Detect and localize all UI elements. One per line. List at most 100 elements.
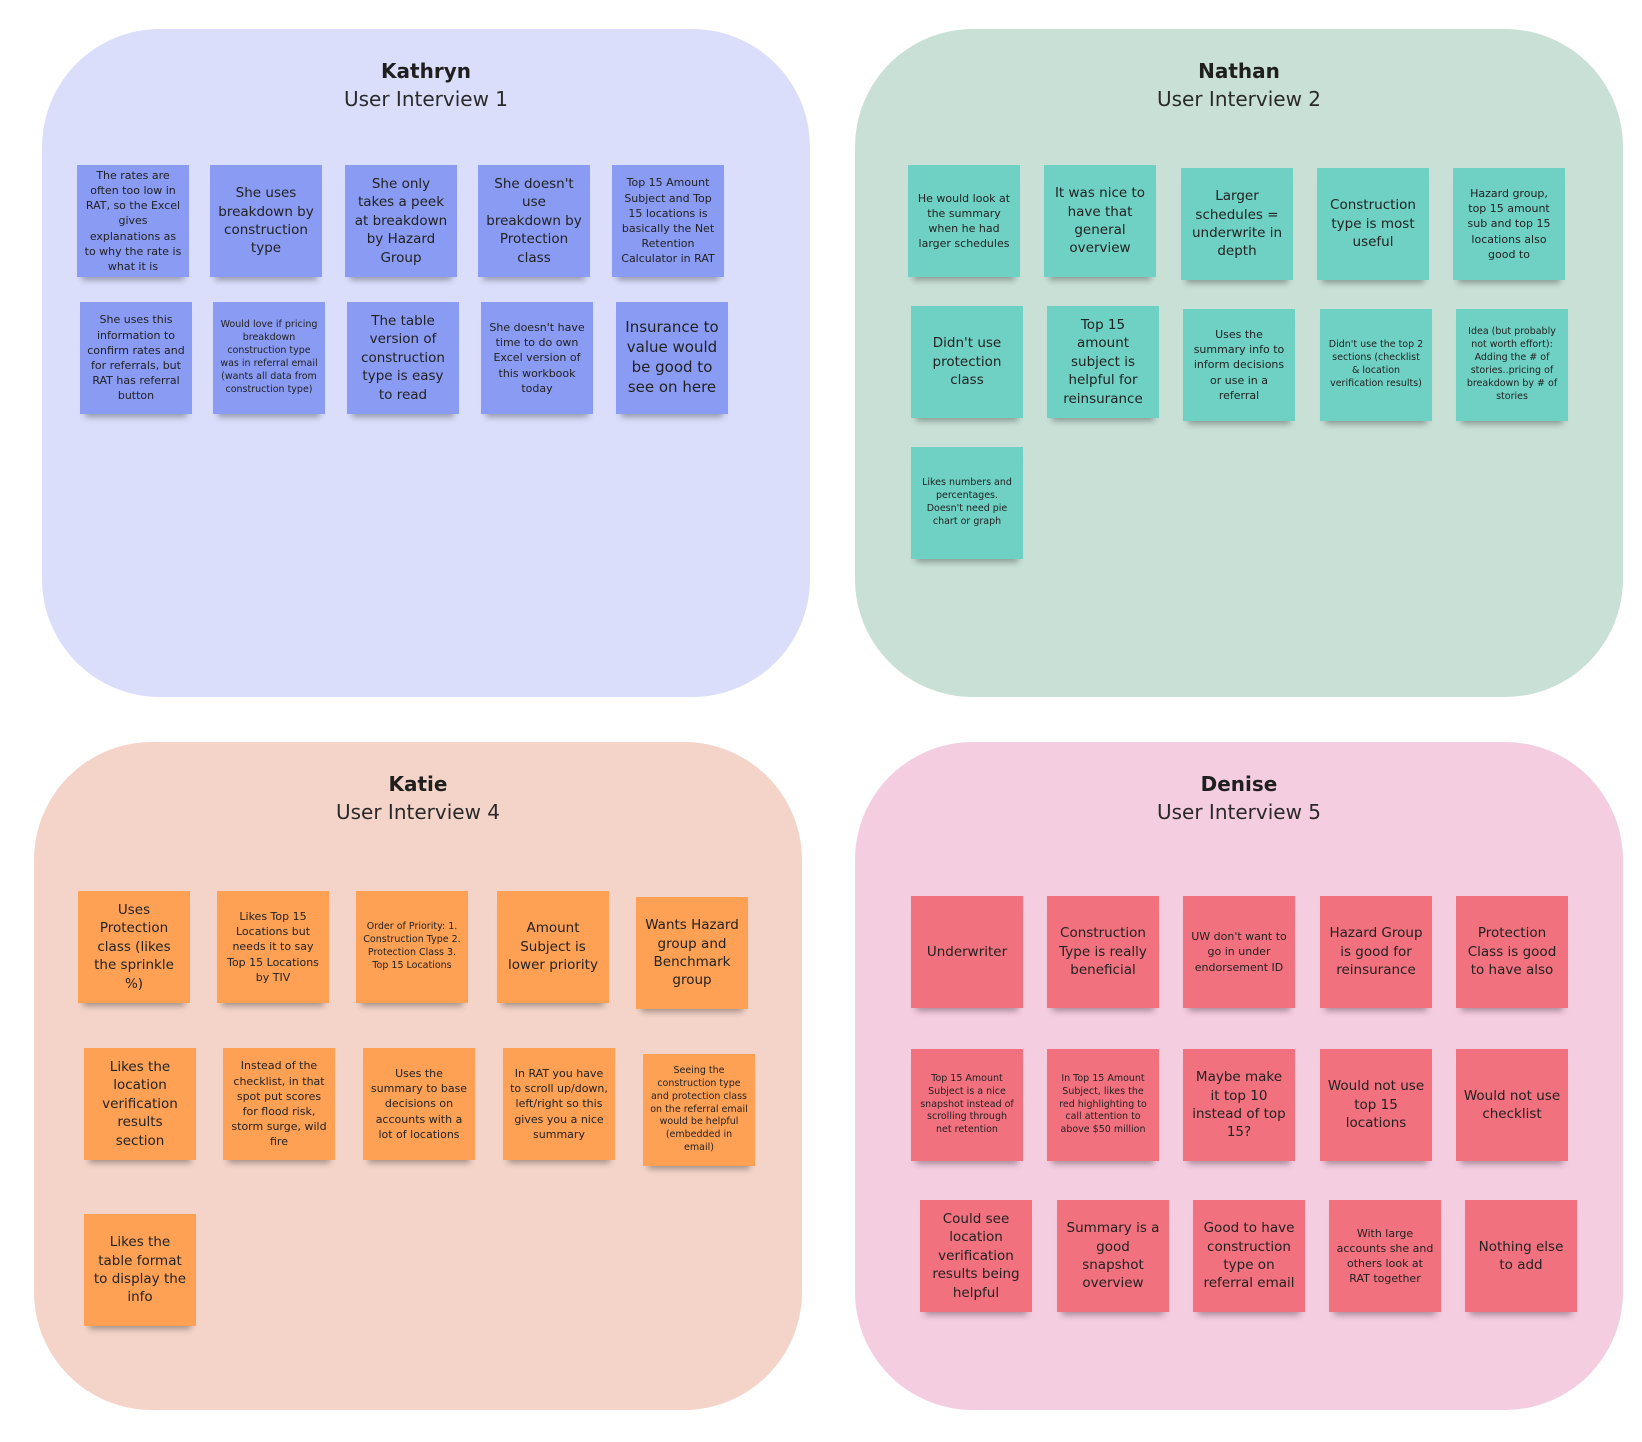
sticky-note[interactable]: Insurance to value would be good to see … (616, 302, 728, 414)
sticky-note-text: Underwriter (926, 943, 1008, 960)
sticky-note[interactable]: She doesn't use breakdown by Protection … (478, 165, 590, 277)
sticky-note[interactable]: He would look at the summary when he had… (908, 165, 1020, 277)
sticky-note-text: Maybe make it top 10 instead of top 15? (1192, 1069, 1286, 1141)
sticky-note[interactable]: Maybe make it top 10 instead of top 15? (1183, 1049, 1295, 1161)
sticky-note-text: She uses breakdown by construction type (218, 185, 314, 257)
frame-title: Denise (1200, 772, 1278, 796)
sticky-note-text: Likes numbers and percentages. Doesn't n… (922, 477, 1012, 527)
sticky-note-text: Would not use checklist (1463, 1087, 1561, 1122)
sticky-note[interactable]: The table version of construction type i… (347, 302, 459, 414)
sticky-note[interactable]: Summary is a good snapshot overview (1057, 1200, 1169, 1312)
sticky-note-text: Protection Class is good to have also (1467, 925, 1557, 979)
sticky-note[interactable]: Uses Protection class (likes the sprinkl… (78, 891, 190, 1003)
sticky-note[interactable]: Amount Subject is lower priority (497, 891, 609, 1003)
sticky-note-text: With large accounts she and others look … (1336, 1226, 1434, 1286)
sticky-note[interactable]: Uses the summary info to inform decision… (1183, 309, 1295, 421)
frame-subtitle: User Interview 4 (335, 800, 501, 824)
sticky-note[interactable]: Top 15 Amount Subject is a nice snapshot… (911, 1049, 1023, 1161)
sticky-note-text: Larger schedules = underwrite in depth (1191, 188, 1283, 260)
sticky-note-text: Likes the location verification results … (102, 1059, 178, 1149)
sticky-note-text: Didn't use protection class (932, 335, 1002, 389)
sticky-note-text: Summary is a good snapshot overview (1066, 1220, 1160, 1292)
sticky-note[interactable]: Underwriter (911, 896, 1023, 1008)
sticky-note-text: Would not use top 15 locations (1327, 1078, 1425, 1132)
sticky-note[interactable]: Wants Hazard group and Benchmark group (636, 897, 748, 1009)
sticky-note[interactable]: Top 15 Amount Subject and Top 15 locatio… (612, 165, 724, 277)
sticky-note[interactable]: Would not use checklist (1456, 1049, 1568, 1161)
sticky-note[interactable]: It was nice to have that general overvie… (1044, 165, 1156, 277)
sticky-note[interactable]: With large accounts she and others look … (1329, 1200, 1441, 1312)
sticky-note-text: Could see location verification results … (932, 1211, 1020, 1301)
sticky-note-text: The table version of construction type i… (361, 313, 445, 403)
sticky-note-text: The rates are often too low in RAT, so t… (84, 168, 182, 273)
sticky-note-text: Top 15 Amount Subject and Top 15 locatio… (621, 176, 715, 266)
frame-title: Kathryn (381, 59, 471, 83)
sticky-note-text: Uses the summary info to inform decision… (1193, 328, 1285, 402)
sticky-note-text: She doesn't have time to do own Excel ve… (489, 321, 585, 395)
sticky-note-text: In Top 15 Amount Subject, likes the red … (1059, 1072, 1147, 1136)
sticky-note[interactable]: Would not use top 15 locations (1320, 1049, 1432, 1161)
sticky-note-text: UW don't want to go in under endorsement… (1191, 930, 1287, 974)
sticky-note[interactable]: Nothing else to add (1465, 1200, 1577, 1312)
sticky-note-text: Instead of the checklist, in that spot p… (231, 1059, 327, 1149)
sticky-note-text: Construction type is most useful (1330, 197, 1416, 251)
sticky-note[interactable]: In Top 15 Amount Subject, likes the red … (1047, 1049, 1159, 1161)
sticky-note-text: Uses the summary to base decisions on ac… (370, 1067, 468, 1141)
sticky-note[interactable]: UW don't want to go in under endorsement… (1183, 896, 1295, 1008)
frame-title: Nathan (1198, 59, 1280, 83)
sticky-note-text: He would look at the summary when he had… (917, 191, 1011, 251)
sticky-note[interactable]: Instead of the checklist, in that spot p… (223, 1048, 335, 1160)
sticky-note[interactable]: Likes Top 15 Locations but needs it to s… (217, 891, 329, 1003)
frame-subtitle: User Interview 1 (343, 87, 509, 111)
sticky-note-text: She only takes a peek at breakdown by Ha… (354, 176, 448, 266)
sticky-note[interactable]: She doesn't have time to do own Excel ve… (481, 302, 593, 414)
frame-subtitle: User Interview 2 (1156, 87, 1322, 111)
sticky-note[interactable]: She uses this information to confirm rat… (80, 302, 192, 414)
sticky-note[interactable]: Didn't use protection class (911, 306, 1023, 418)
sticky-note[interactable]: Likes the table format to display the in… (84, 1214, 196, 1326)
sticky-note-text: Good to have construction type on referr… (1203, 1220, 1295, 1292)
sticky-note[interactable]: Construction Type is really beneficial (1047, 896, 1159, 1008)
sticky-note[interactable]: Construction type is most useful (1317, 168, 1429, 280)
sticky-note-text: Order of Priority: 1. Construction Type … (363, 921, 461, 971)
sticky-note[interactable]: Protection Class is good to have also (1456, 896, 1568, 1008)
sticky-note-text: Would love if pricing breakdown construc… (220, 319, 318, 395)
sticky-note-text: Seeing the construction type and protect… (650, 1064, 748, 1154)
sticky-note-text: Idea (but probably not worth effort): Ad… (1466, 326, 1558, 402)
sticky-note[interactable]: She uses breakdown by construction type (210, 165, 322, 277)
sticky-note[interactable]: Could see location verification results … (920, 1200, 1032, 1312)
sticky-note[interactable]: Order of Priority: 1. Construction Type … (356, 891, 468, 1003)
sticky-note-text: Hazard Group is good for reinsurance (1329, 925, 1423, 979)
sticky-note-text: Didn't use the top 2 sections (checklist… (1328, 339, 1424, 389)
sticky-note-text: Insurance to value would be good to see … (625, 318, 719, 396)
sticky-note-text: Top 15 Amount Subject is a nice snapshot… (920, 1072, 1014, 1136)
sticky-note[interactable]: Uses the summary to base decisions on ac… (363, 1048, 475, 1160)
sticky-note[interactable]: Would love if pricing breakdown construc… (213, 302, 325, 414)
sticky-note[interactable]: Seeing the construction type and protect… (643, 1054, 755, 1166)
sticky-note-text: Construction Type is really beneficial (1059, 925, 1147, 979)
sticky-note[interactable]: Didn't use the top 2 sections (checklist… (1320, 309, 1432, 421)
sticky-note-text: Wants Hazard group and Benchmark group (645, 917, 739, 989)
sticky-note[interactable]: The rates are often too low in RAT, so t… (77, 165, 189, 277)
sticky-note-text: In RAT you have to scroll up/down, left/… (510, 1067, 608, 1141)
sticky-note-text: She uses this information to confirm rat… (87, 313, 185, 403)
sticky-note[interactable]: Idea (but probably not worth effort): Ad… (1456, 309, 1568, 421)
sticky-note[interactable]: She only takes a peek at breakdown by Ha… (345, 165, 457, 277)
sticky-note-text: Amount Subject is lower priority (508, 920, 598, 974)
sticky-note[interactable]: Likes numbers and percentages. Doesn't n… (911, 447, 1023, 559)
sticky-note[interactable]: Good to have construction type on referr… (1193, 1200, 1305, 1312)
sticky-note[interactable]: In RAT you have to scroll up/down, left/… (503, 1048, 615, 1160)
sticky-note[interactable]: Likes the location verification results … (84, 1048, 196, 1160)
sticky-note-text: Uses Protection class (likes the sprinkl… (94, 902, 174, 992)
sticky-note-text: Nothing else to add (1478, 1238, 1564, 1273)
sticky-note-text: Likes Top 15 Locations but needs it to s… (227, 910, 319, 984)
sticky-note-text: Hazard group, top 15 amount sub and top … (1467, 187, 1551, 261)
sticky-note[interactable]: Larger schedules = underwrite in depth (1181, 168, 1293, 280)
frame-title: Katie (388, 772, 448, 796)
sticky-note-text: Top 15 amount subject is helpful for rei… (1063, 317, 1143, 407)
sticky-note[interactable]: Hazard Group is good for reinsurance (1320, 896, 1432, 1008)
sticky-note[interactable]: Hazard group, top 15 amount sub and top … (1453, 168, 1565, 280)
sticky-note-text: She doesn't use breakdown by Protection … (486, 176, 582, 266)
sticky-note-text: Likes the table format to display the in… (93, 1234, 187, 1306)
sticky-note[interactable]: Top 15 amount subject is helpful for rei… (1047, 306, 1159, 418)
